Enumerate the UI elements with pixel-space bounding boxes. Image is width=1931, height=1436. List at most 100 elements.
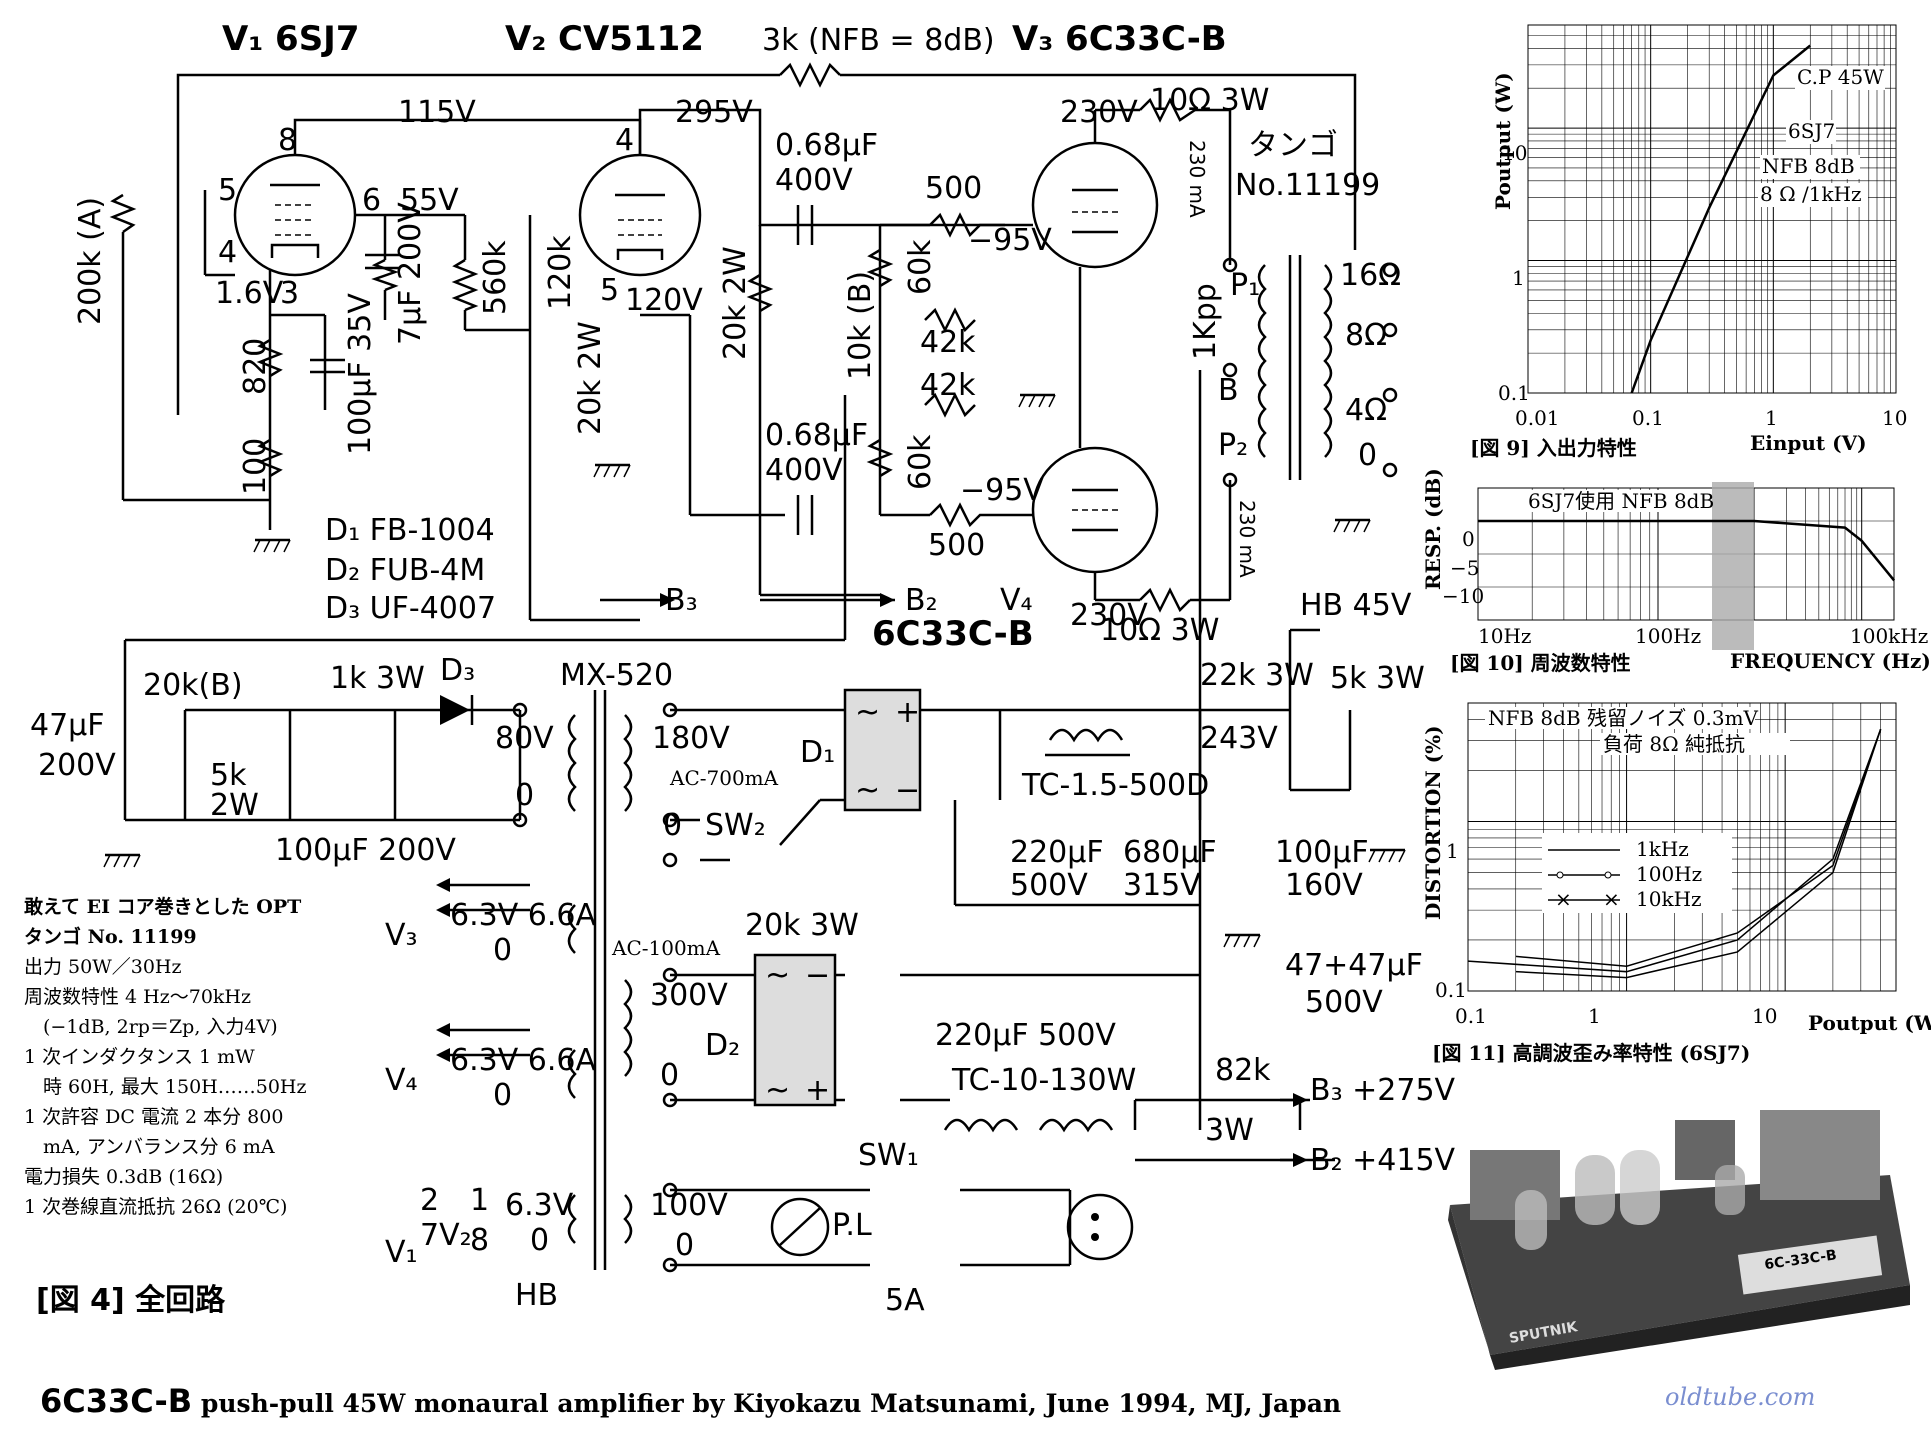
label-sw2: SW₂ [705, 808, 766, 843]
label-500-top: 500 [925, 171, 982, 206]
fig11-series-2 [1515, 729, 1882, 967]
label-5a: 5A [885, 1283, 925, 1318]
nfb-wire [176, 62, 1357, 415]
fig9-xtick-01: 0.1 [1632, 406, 1664, 430]
label-55v: 55V [400, 183, 459, 218]
label-120k: 120k [543, 235, 578, 310]
notes-row-2: (−1dB, 2rp＝Zp, 入力4V) [24, 1016, 278, 1038]
label-4747uf-v: 500V [1305, 985, 1383, 1020]
rectifier-d2: ~− ~+ [753, 953, 837, 1108]
fig10-xtick-100k: 100kHz [1850, 624, 1928, 648]
label-d2-sym: D₂ [705, 1028, 740, 1063]
fig11-legend-10khz: 10kHz [1636, 887, 1702, 911]
label-0a: 0 [515, 778, 534, 813]
caption-text: push-pull 45W monaural amplifier by Kiyo… [192, 1389, 1342, 1418]
v4-tube [1031, 446, 1159, 574]
fig11-ytick-01: 0.1 [1435, 978, 1467, 1002]
label-47uf-v: 200V [38, 748, 116, 783]
label-100uf200v: 100μF 200V [275, 833, 456, 868]
label-60k-bot: 60k [903, 434, 938, 490]
label-pin2: 2 [420, 1183, 439, 1218]
label-tc15: TC-1.5-500D [1021, 768, 1209, 803]
v1-title: V₁ 6SJ7 [222, 19, 360, 59]
label-0-ha: 0 [493, 933, 512, 968]
pin-4b: 4 [615, 123, 634, 158]
v1-tube [233, 153, 357, 277]
svg-text:×: × [1603, 887, 1620, 911]
notes-title2: タンゴ No. 11199 [24, 926, 197, 948]
label-v2-heat: 7V₂ [420, 1218, 472, 1253]
label-220uf-a: 220μF [1010, 835, 1104, 870]
caption-model: 6C33C-B [40, 1382, 193, 1420]
notes-row-4: 時 60H, 最大 150H……50Hz [24, 1076, 307, 1098]
label-m95-top: −95V [968, 223, 1052, 258]
nfb-label: 3k (NFB = 8dB) [762, 23, 995, 58]
label-47uf: 47μF [30, 708, 105, 743]
label-pin1: 1 [470, 1183, 489, 1218]
pin-6: 6 [362, 183, 381, 218]
grounds [103, 393, 1406, 948]
pin-3: 3 [280, 276, 299, 311]
fig11-series-0 [1467, 728, 1882, 973]
psu-wiring [123, 628, 1352, 1267]
amplifier-photo: 6C-33C-B SPUTNIK [1448, 1110, 1910, 1370]
label-680uf-v: 315V [1123, 868, 1201, 903]
label-hb: HB [515, 1278, 558, 1313]
label-m95-bot: −95V [960, 473, 1044, 508]
notes-row-5: 1 次許容 DC 電流 2 本分 800 [24, 1106, 284, 1128]
fig11-chart: DISTORTION (%) Poutput (W) 1 0.1 0.1 1 1… [1421, 702, 1931, 1065]
label-tc10: TC-10-130W [951, 1063, 1136, 1098]
label-tango: タンゴ [1248, 128, 1338, 163]
label-100: 100 [238, 438, 273, 495]
fig10-ytick-5: −5 [1450, 556, 1479, 580]
label-4ohm: 4Ω [1345, 393, 1387, 428]
label-b-ct: B [1218, 373, 1239, 408]
fig11-xtick-10: 10 [1752, 1004, 1777, 1028]
label-068-top-1: 0.68μF [775, 128, 878, 163]
fig9-ytick-1: 1 [1512, 266, 1525, 290]
label-d3-sym: D₃ [440, 653, 475, 688]
label-230ma-top: 230 mA [1185, 140, 1209, 218]
pilot-lamp [770, 1197, 830, 1257]
label-v4-heater: V₄ [385, 1063, 418, 1098]
fig9-ylabel: Poutput (W) [1491, 72, 1515, 210]
svg-text:+: + [805, 1073, 830, 1108]
label-680uf: 680μF [1123, 835, 1217, 870]
label-243v: 243V [1200, 721, 1278, 756]
credit-watermark: oldtube.com [1665, 1383, 1816, 1411]
label-63v-c: 6.3V [505, 1188, 574, 1223]
label-220uf-b: 220μF 500V [935, 1018, 1116, 1053]
fig10-xlabel: FREQUENCY (Hz) [1730, 649, 1931, 673]
label-230ma-bot: 230 mA [1235, 500, 1259, 578]
label-4747uf: 47+47μF [1285, 948, 1423, 983]
v4-type: 6C33C-B [872, 614, 1034, 654]
fig10-xtick-100: 100Hz [1635, 624, 1701, 648]
svg-text:~: ~ [855, 695, 880, 730]
svg-text:~: ~ [855, 773, 880, 808]
label-63v-b: 6.3V 6.6A [450, 1043, 596, 1078]
fig10-xtick-10: 10Hz [1478, 624, 1531, 648]
fig9-xlabel: Einput (V) [1750, 431, 1867, 455]
label-82k: 82k [1215, 1053, 1271, 1088]
fig10-chart: RESP. (dB) 0 −5 −10 10Hz 100Hz 100kHz 6S… [1421, 468, 1931, 675]
notes-row-1: 周波数特性 4 Hz～70kHz [24, 986, 252, 1008]
svg-text:−: − [805, 958, 830, 993]
notes-row-8: 1 次巻線直流抵抗 26Ω (20℃) [24, 1196, 288, 1218]
label-sw1: SW₁ [858, 1138, 919, 1173]
fig4-caption: [図 4] 全回路 [36, 1283, 226, 1318]
v2-title: V₂ CV5112 [505, 19, 704, 59]
label-63v-a: 6.3V 6.6A [450, 898, 596, 933]
fig11-ytick-1: 1 [1446, 839, 1459, 863]
label-0-hb: 0 [493, 1078, 512, 1113]
label-20kb: 20k(B) [143, 668, 243, 703]
fig11-series-1 [1515, 729, 1882, 979]
fig9-ann-cp: C.P 45W [1797, 65, 1884, 89]
label-068-top-2: 400V [775, 163, 853, 198]
label-5k3w: 5k 3W [1330, 661, 1425, 696]
notes-row-7: 電力損失 0.3dB (16Ω) [24, 1166, 224, 1188]
fig9-caption: [図 9] 入出力特性 [1470, 436, 1637, 460]
resistors-top [109, 97, 1196, 613]
fig9-series-line [1630, 44, 1812, 394]
fig11-xtick-01: 0.1 [1455, 1004, 1487, 1028]
label-20k3w: 20k 3W [745, 908, 859, 943]
